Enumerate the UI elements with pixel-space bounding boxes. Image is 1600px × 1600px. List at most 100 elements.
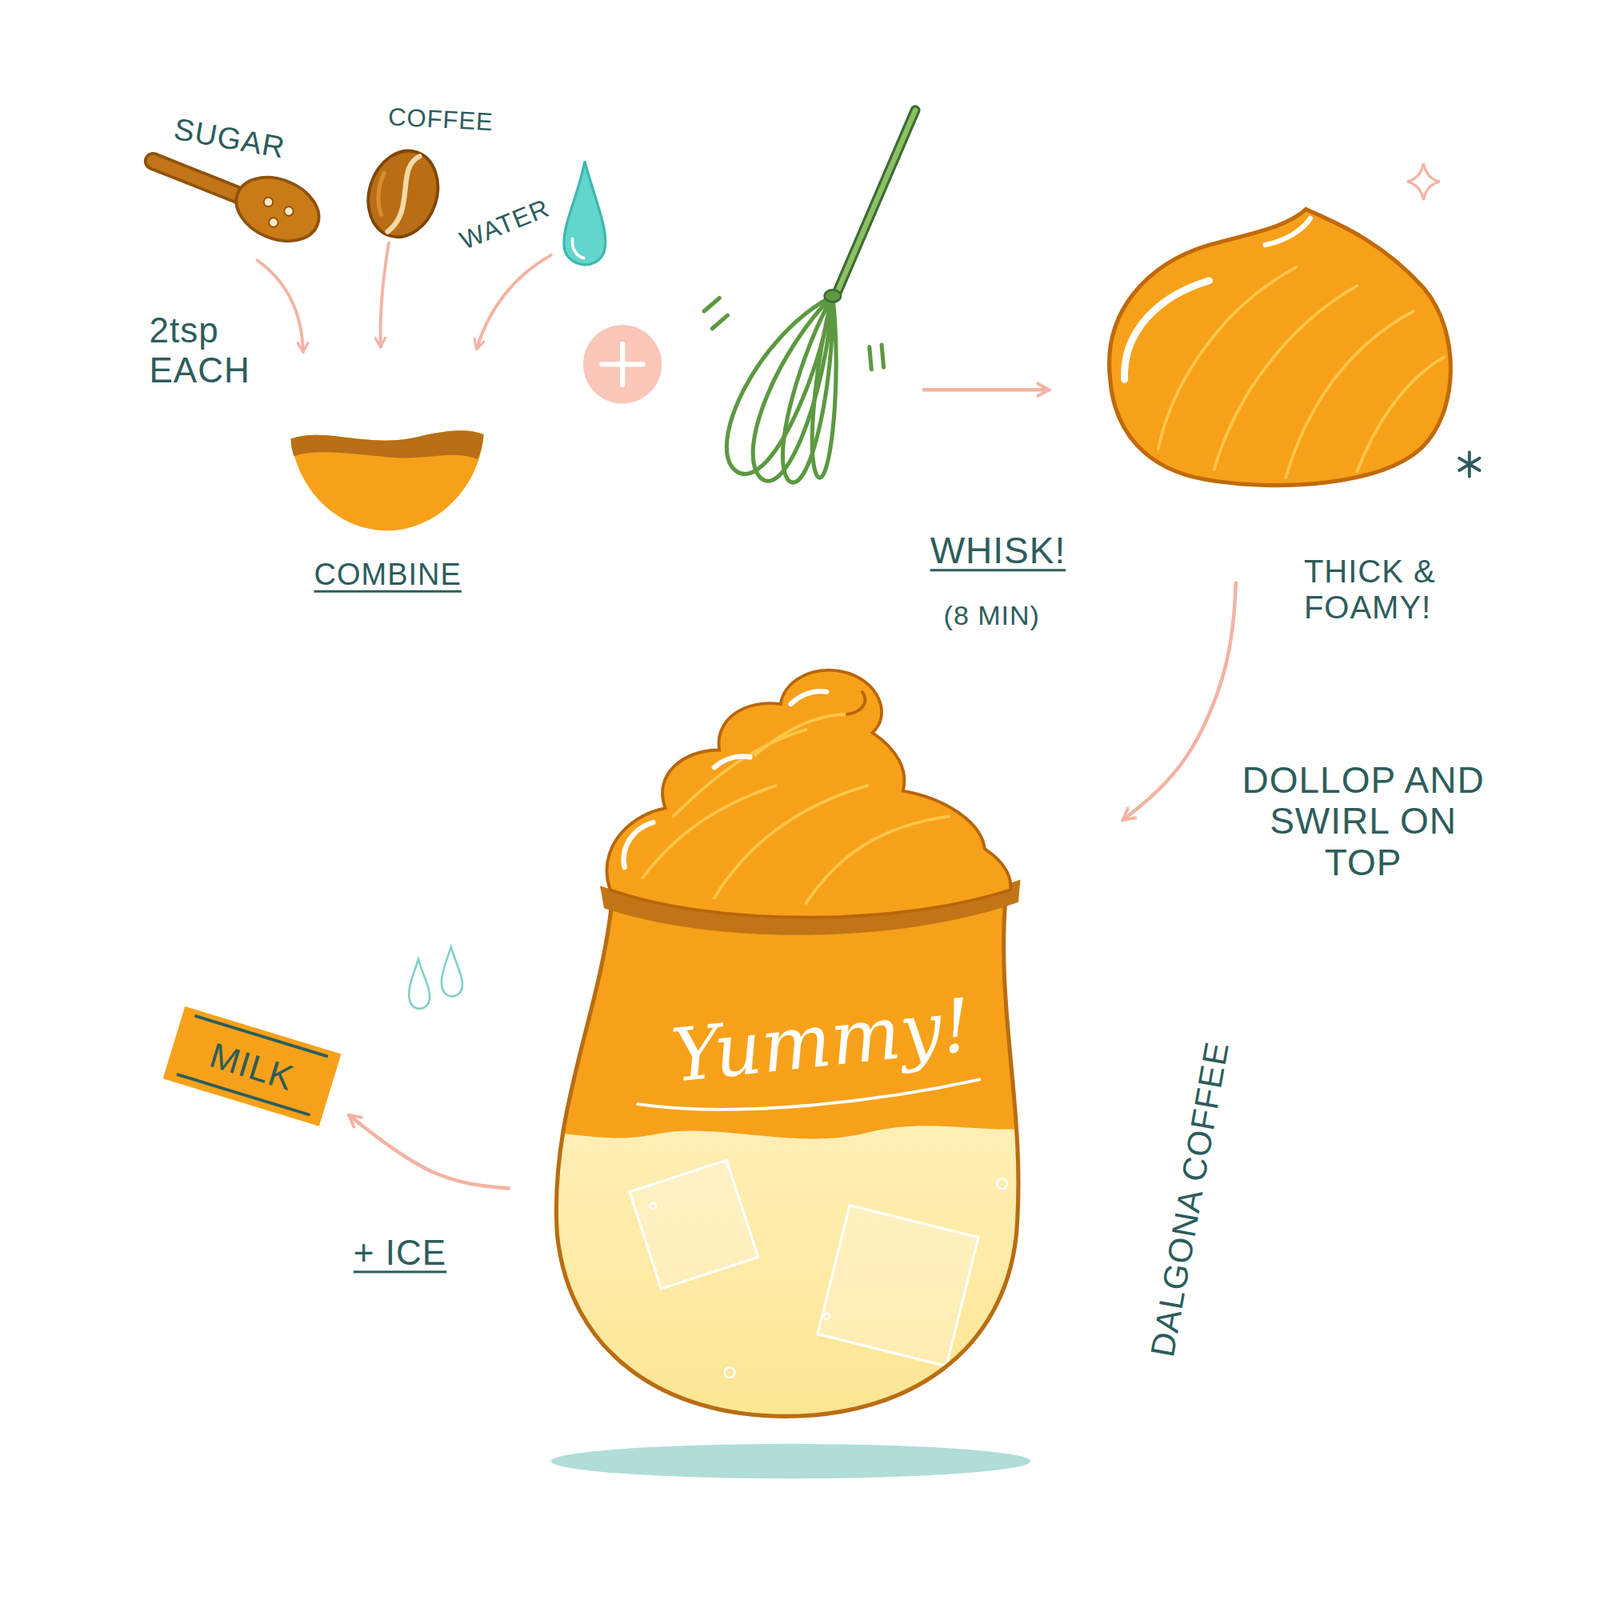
foam-swirl: [1459, 452, 1480, 477]
milk-carton-outline: [130, 923, 194, 1128]
step-arrow: [1122, 583, 1236, 820]
iced-coffee-glass: [510, 670, 1062, 1480]
iced-coffee-glass: [650, 1178, 1008, 1378]
whisk-icon: [704, 297, 884, 369]
milk-carton-outline: [379, 936, 404, 958]
ingredient-label: SUGAR: [171, 112, 288, 165]
mixing-bowl: [267, 393, 508, 412]
amount-note: 2tsp EACH: [148, 310, 269, 390]
step-circle: THICK & FOAMY!: [1054, 122, 1514, 582]
iced-coffee-glass: [551, 1444, 1031, 1479]
step-circle-outline: [640, 86, 920, 571]
iced-coffee-glass: [643, 714, 950, 904]
whisk-icon: [824, 289, 841, 302]
mixing-bowl: [291, 430, 484, 531]
iced-coffee-glass: [510, 856, 1062, 1469]
mixing-bowl: [236, 393, 538, 556]
step-label: WHISK!: [930, 530, 1067, 572]
ingredient-arrows: [476, 255, 552, 349]
coffee-bean-icon: [357, 141, 449, 246]
iced-coffee-glass: [556, 892, 1019, 1417]
milk-drops: [408, 959, 430, 1009]
step-circle: WHISK!(8 MIN): [640, 86, 920, 571]
milk-drops: [408, 947, 463, 1009]
water-drop-icon: [572, 238, 584, 258]
glass-lettering: Yummy!: [668, 984, 976, 1098]
iced-coffee-glass: [714, 785, 868, 898]
iced-coffee-glass: [806, 816, 950, 903]
spoon-icon: [284, 206, 293, 216]
step-circle-outline: [365, 701, 1258, 1594]
step-circle-outline: [640, 86, 920, 571]
step-label: THICK & FOAMY!: [1304, 553, 1488, 626]
whisk-icon: [704, 296, 884, 483]
mixing-bowl: [243, 461, 263, 466]
step-circle: DALGONA COFFEE Yummy!: [365, 702, 1258, 1595]
spoon-icon: [152, 161, 243, 198]
iced-coffee-glass: [607, 670, 1012, 918]
step-arrow: [924, 388, 1050, 392]
foam-swirl: [1356, 356, 1444, 472]
iced-coffee-glass: [847, 692, 866, 715]
ingredient-label: WATER: [456, 193, 554, 256]
spoon-icon: [152, 161, 328, 253]
mixing-bowl: [291, 430, 484, 460]
iced-coffee-glass: [817, 1205, 979, 1367]
glass-shape: Yummy!: [525, 862, 1047, 1444]
coffee-bean-icon: [357, 141, 449, 246]
whisk-icon: [834, 110, 916, 299]
time-note: (8 MIN): [944, 600, 1040, 631]
whisk-icon: [812, 296, 836, 478]
plus-symbol: [581, 323, 664, 405]
step-circle-outline: [365, 702, 1258, 1595]
foam-swirl: [1109, 208, 1452, 485]
instruction-note: DOLLOP AND SWIRL ON TOP: [1235, 760, 1492, 884]
drink-name: DALGONA COFFEE: [1143, 1038, 1236, 1360]
milk-label-band: [178, 1016, 328, 1115]
foam-swirl: [1109, 163, 1480, 486]
step-label: + ICE: [353, 1233, 447, 1273]
iced-coffee-glass: [629, 1160, 759, 1289]
grid-lines: [0, 44, 1600, 1529]
mixing-bowl: [236, 433, 260, 439]
plus-symbol: [581, 323, 664, 405]
foam-swirl: [1158, 267, 1444, 478]
grid-lines: [44, 0, 1529, 1600]
milk-carton-outline: [297, 979, 368, 1194]
foam-swirl: [1285, 311, 1413, 478]
ingredient-label: COFFEE: [387, 104, 494, 138]
step-arrow: [348, 1115, 509, 1189]
glass-shape-outline: [527, 865, 1045, 1441]
milk-carton-outline: [107, 892, 399, 1220]
iced-coffee-glass: [624, 822, 654, 868]
carton-label: MILK: [205, 1035, 299, 1098]
foam-swirl: [1176, 212, 1202, 241]
water-drop-icon: [564, 161, 606, 265]
foam-swirl: [1124, 280, 1210, 380]
water-drop-icon: [564, 161, 606, 265]
milk-label-band: [163, 1006, 342, 1127]
iced-coffee-glass: [755, 714, 848, 756]
milk-label-band: [163, 1006, 342, 1127]
iced-coffee-glass: [643, 785, 776, 878]
whisk-icon: [834, 110, 916, 299]
foam-swirl: [1407, 163, 1440, 200]
ingredient-arrows: [256, 260, 303, 352]
coffee-bean-icon: [371, 172, 395, 216]
mixing-bowl: [513, 461, 533, 466]
iced-coffee-glass: [673, 729, 807, 816]
iced-coffee-glass: [510, 856, 1062, 1469]
coffee-bean-icon: [387, 154, 420, 235]
spoon-icon: [264, 197, 273, 207]
step-circle: SUGARCOFFEEWATER2tsp EACHCOMBINE: [152, 117, 623, 588]
step-label: COMBINE: [313, 557, 461, 592]
plus-symbol: [602, 344, 644, 385]
iced-coffee-glass: [714, 756, 751, 768]
milk-carton: MILK: [102, 885, 404, 1224]
iced-coffee-glass: [791, 691, 828, 704]
step-circle-outline: [1054, 122, 1514, 582]
iced-coffee-glass: [650, 1203, 657, 1210]
step-circle-outline: [1054, 122, 1514, 582]
spoon-icon: [152, 161, 243, 198]
glass-shape-outline: [525, 862, 1047, 1444]
